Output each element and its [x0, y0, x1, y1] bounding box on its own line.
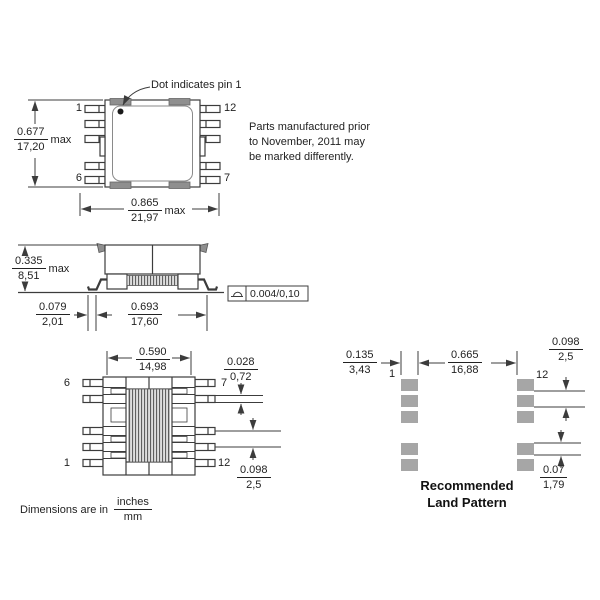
bottom-view-lead-width-dim: [215, 383, 263, 415]
top-view-body: [104, 99, 201, 188]
land-pattern-dims: [381, 351, 585, 468]
side-view-bottom-dims: [74, 295, 208, 331]
side-view-winding-hatch: [126, 275, 179, 286]
bottom-view-pin-label-7: 7: [221, 377, 228, 389]
top-view-pin-label-12: 12: [224, 102, 237, 114]
bottom-view-ladder: [103, 387, 195, 459]
land-pattern-title: Recommended Land Pattern: [420, 478, 514, 510]
top-view-drawing: [28, 86, 221, 216]
mfg-note: Parts manufactured prior to November, 20…: [249, 121, 371, 163]
pin1-dot: [117, 108, 124, 115]
bottom-view-width-dim: [106, 351, 192, 375]
side-view-height-dim: [18, 244, 98, 292]
bottom-view-pin-label-1: 1: [63, 457, 70, 469]
top-view-height-dim: [28, 99, 103, 188]
units-note-prefix: Dimensions are in: [20, 503, 109, 516]
top-view-pin-label-7: 7: [224, 172, 231, 184]
top-view-leads-left: [84, 104, 106, 185]
side-view-drawing: [18, 242, 309, 331]
top-view-pin-label-1: 1: [75, 102, 82, 114]
land-pattern-drawing: [381, 351, 585, 471]
bottom-view-winding-hatch: [128, 388, 170, 463]
bottom-view-pin-label-12: 12: [218, 457, 231, 469]
flatness-callout: [227, 285, 309, 302]
flatness-icon: [231, 291, 243, 297]
dot-note: Dot indicates pin 1: [151, 79, 242, 91]
units-note: Dimensions are in inches mm: [20, 496, 152, 523]
top-view-pin-label-6: 6: [75, 172, 82, 184]
pin1-leader-arrow: [122, 86, 151, 106]
land-pattern-pads: [401, 379, 534, 471]
flatness-value: 0.004/0,10: [250, 288, 300, 300]
land-pattern-pin-label-12: 12: [536, 369, 549, 381]
top-view-width-dim: [79, 193, 220, 216]
land-pattern-pin-label-1: 1: [389, 368, 396, 380]
units-note-fraction: inches mm: [114, 496, 152, 523]
side-view-lead-left: [86, 278, 107, 291]
bottom-view-pitch-dim: [215, 418, 281, 460]
bottom-view-pin-label-6: 6: [63, 377, 70, 389]
bottom-view-drawing: [82, 351, 281, 476]
side-view-lead-right: [198, 278, 219, 291]
